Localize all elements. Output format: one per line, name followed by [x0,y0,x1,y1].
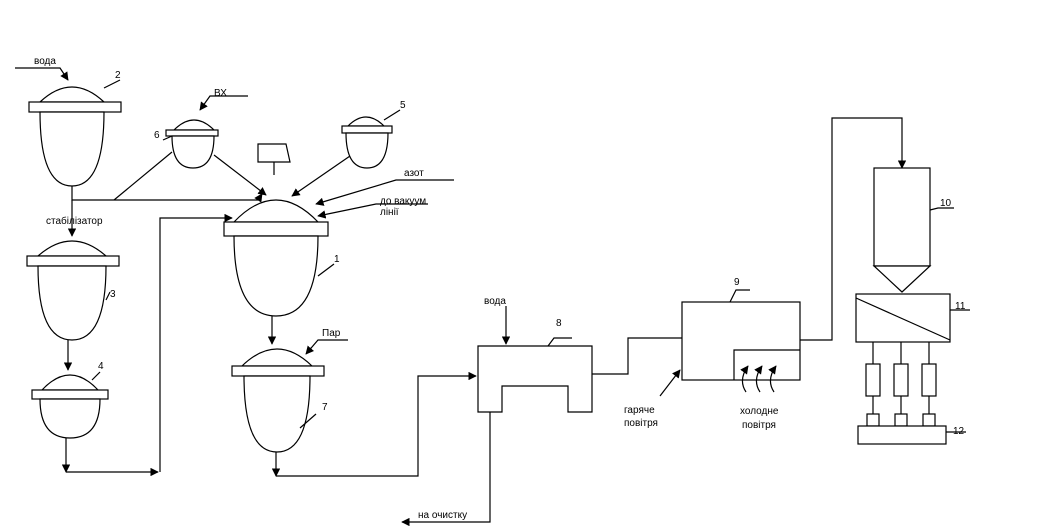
hot-air-label-2: повітря [624,418,658,429]
dosing-hopper [257,143,291,175]
label-10: 10 [940,198,952,209]
water-label-right: вода [484,296,506,307]
hot-air-arrow [659,369,681,397]
label-1: 1 [334,254,340,265]
return-line-to-reactor [61,213,233,477]
to-cleaning-label: на очистку [418,510,467,521]
label-2: 2 [115,70,121,81]
vacuum-label-1: до вакуум [380,196,426,207]
label-6: 6 [154,130,160,141]
hot-air-label-1: гаряче [624,405,655,416]
apparatus-8 [477,337,593,413]
label-12: 12 [953,426,965,437]
vx-inlet-arrow [199,95,248,111]
apparatus-9 [681,289,801,381]
to-cleaning-line [401,412,491,527]
feed-line-apparatus-5 [291,155,351,197]
label-5: 5 [400,100,406,111]
apparatus-4 [31,371,109,439]
line-9-to-10 [800,117,907,341]
line-7-to-8 [271,371,477,477]
label-7: 7 [322,402,328,413]
vacuum-line [317,203,428,219]
cold-air-label-1: холодне [740,406,779,417]
vacuum-label-2: лінії [380,207,399,218]
label-9: 9 [734,277,740,288]
apparatus-2 [28,79,122,187]
water-label-top: вода [34,56,56,67]
apparatus-11 [855,293,970,343]
apparatus-5 [341,109,401,169]
stabilizer-label: стабілізатор [46,215,103,227]
feed-line-apparatus-6 [113,151,267,201]
label-11: 11 [955,301,966,312]
label-4: 4 [98,361,104,372]
azot-label: азот [404,168,424,179]
reactor-1 [223,199,335,317]
feed-line-apparatus-2 [71,186,263,203]
label-8: 8 [556,318,562,329]
cold-air-label-2: повітря [742,420,776,431]
label-3: 3 [110,289,116,300]
azot-line [315,179,454,206]
steam-label: Пар [322,328,341,339]
water-inlet-arrow [15,67,69,81]
line-8-to-9 [592,337,682,375]
cold-air-arrows [740,365,777,393]
apparatus-12 [857,425,966,445]
steam-inlet-arrow [305,339,348,355]
apparatus-7 [231,348,325,453]
apparatus-10 [872,167,954,293]
vx-label: ВХ [214,88,227,99]
sieve-columns [865,342,937,427]
apparatus-3 [26,240,120,341]
apparatus-6 [162,119,219,169]
